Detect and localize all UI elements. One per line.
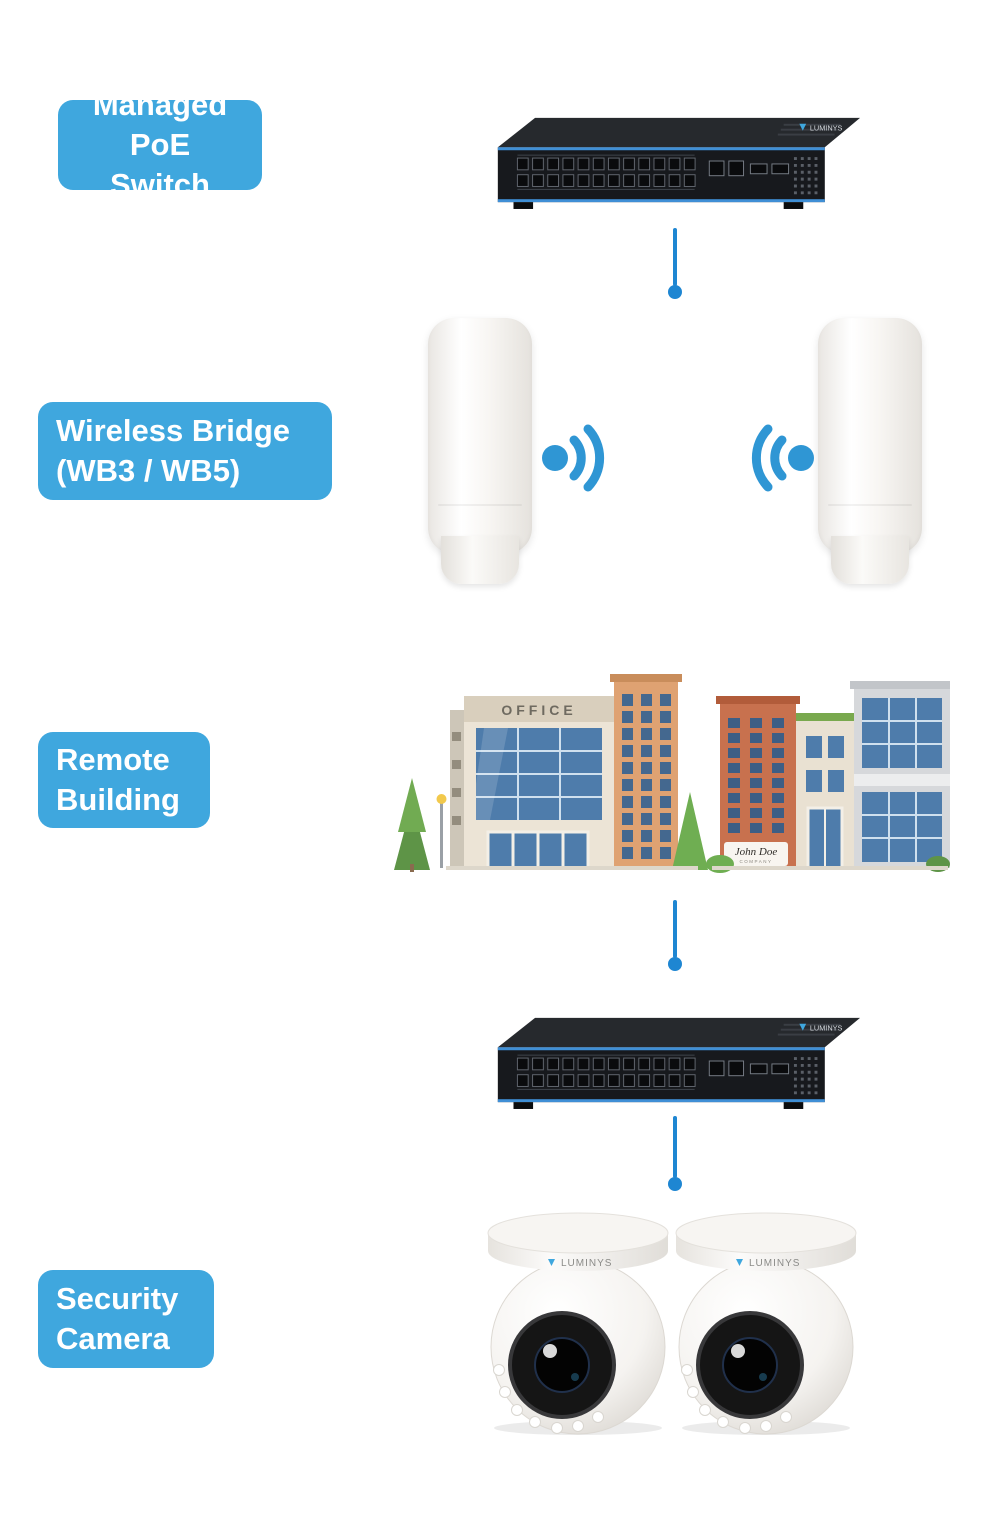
label-remote-building: Remote Building	[38, 732, 210, 828]
label-managed-poe-switch: Managed PoE Switch	[58, 87, 262, 202]
connector-dot	[668, 285, 682, 299]
office-building: OFFICE	[394, 674, 708, 872]
buildings-illustration: OFFICE	[394, 674, 950, 873]
label-line-1: Wireless Bridge	[56, 412, 291, 448]
label-line-2: PoE Switch	[110, 126, 210, 203]
connector-dot	[668, 1177, 682, 1191]
wireless-bridge-device-left	[428, 318, 532, 584]
label-wireless-bridge: Wireless Bridge (WB3 / WB5)	[38, 402, 332, 500]
office-sign-text: OFFICE	[501, 702, 576, 718]
label-line-1: Managed	[92, 86, 228, 122]
poe-switch-illustration-top	[490, 110, 862, 213]
bridge-foot	[831, 536, 909, 584]
label-line-2: Camera	[56, 1321, 170, 1356]
john-doe-building: John Doe COMPANY	[706, 681, 950, 873]
wifi-signal-right-icon	[542, 424, 605, 492]
wifi-signal-left-icon	[751, 424, 814, 492]
bridge-seam	[828, 504, 912, 506]
connector-dot	[668, 957, 682, 971]
label-line-2: Building	[56, 782, 180, 817]
john-doe-sign-text: John Doe	[735, 846, 778, 858]
security-camera-right	[650, 1205, 882, 1437]
label-security-camera: Security Camera	[38, 1270, 214, 1368]
john-doe-sub-text: COMPANY	[740, 859, 773, 864]
connector-building-to-switch	[668, 900, 682, 971]
connector-switch-to-bridge	[668, 228, 682, 299]
label-line-1: Security	[56, 1280, 179, 1316]
connector-switch-to-camera	[668, 1116, 682, 1191]
poe-switch-illustration-bottom	[490, 1010, 862, 1113]
bridge-body	[818, 318, 922, 554]
label-line-1: Remote	[56, 741, 170, 777]
wireless-bridge-device-right	[818, 318, 922, 584]
bridge-body	[428, 318, 532, 554]
bridge-foot	[441, 536, 519, 584]
bridge-seam	[438, 504, 522, 506]
label-line-2: (WB3 / WB5)	[56, 453, 241, 488]
